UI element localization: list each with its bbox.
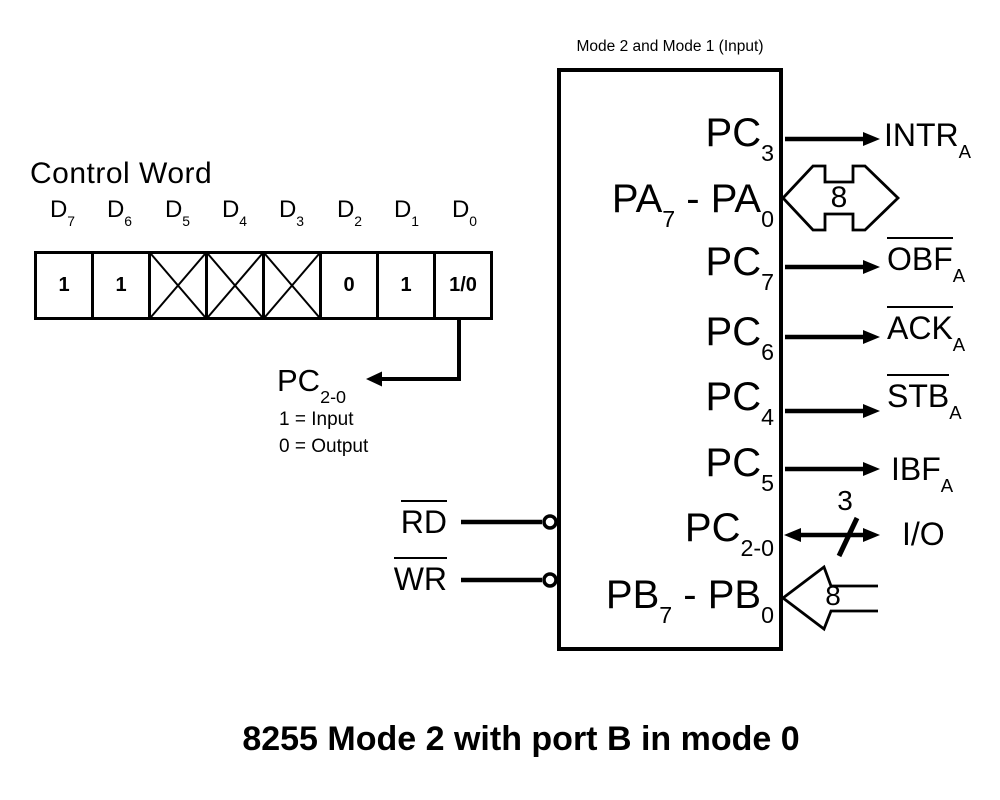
rd-line [461, 514, 558, 530]
bit-label-d7: D7 [49, 196, 76, 230]
signal-io: I/O [902, 516, 945, 552]
pc3-intr-arrow [785, 132, 880, 146]
legend-input: 1 = Input [279, 409, 354, 430]
pin-pc3: PC3 [705, 111, 774, 166]
pb-bus-arrow-icon [780, 564, 878, 632]
pin-pc4: PC4 [705, 375, 774, 430]
bit-cell-d3 [265, 254, 322, 317]
pb-bus-width: 8 [825, 580, 841, 611]
legend-output: 0 = Output [279, 436, 369, 457]
left-arrowhead-icon [366, 371, 382, 387]
pc20-io-arrow [784, 516, 880, 558]
wr-bubble-icon [542, 572, 558, 588]
pc5-ibf-arrow [785, 462, 880, 476]
dont-care-x-icon [265, 254, 319, 317]
signal-stba: STBA [887, 374, 962, 427]
pc-bus-width: 3 [837, 485, 853, 516]
wr-line [461, 572, 558, 588]
bus-slash-icon [836, 516, 860, 558]
d0-pointer-connector [366, 320, 461, 387]
pa-bus-width: 8 [830, 181, 848, 214]
signal-obfa: OBFA [887, 237, 965, 290]
dont-care-x-icon [151, 254, 205, 317]
bit-label-d2: D2 [336, 196, 363, 230]
bit-cell-d6: 1 [94, 254, 151, 317]
pa-bus-arrow-icon [781, 164, 901, 232]
pin-pb7-pb0: PB7 - PB0 [605, 573, 774, 628]
pin-pc6: PC6 [705, 310, 774, 365]
pc20-pointer-label: PC2-0 [277, 363, 347, 407]
bit-label-d5: D5 [164, 196, 191, 230]
bit-label-d6: D6 [106, 196, 133, 230]
control-word-title: Control Word [30, 157, 213, 190]
control-word-register: 1 1 0 1 1/0 [34, 251, 493, 320]
pc7-obf-arrow [785, 260, 880, 274]
pin-pc2-0: PC2-0 [684, 506, 774, 561]
pc6-ack-arrow [785, 330, 880, 344]
bit-cell-d5 [151, 254, 208, 317]
bit-label-d3: D3 [278, 196, 305, 230]
bit-cell-d1: 1 [379, 254, 436, 317]
bit-label-d1: D1 [393, 196, 420, 230]
dont-care-x-icon [208, 254, 262, 317]
bit-label-d0: D0 [451, 196, 478, 230]
pin-pc5: PC5 [705, 441, 774, 496]
signal-intra: INTRA [884, 117, 972, 162]
pc4-stb-arrow [785, 404, 880, 418]
rd-bubble-icon [542, 514, 558, 530]
bit-cell-d7: 1 [37, 254, 94, 317]
pin-pc7: PC7 [705, 240, 774, 295]
pin-pa7-pa0: PA7 - PA0 [611, 177, 774, 232]
figure-caption: 8255 Mode 2 with port B in mode 0 [242, 720, 800, 758]
signal-acka: ACKA [887, 306, 965, 359]
bit-cell-d4 [208, 254, 265, 317]
bit-cell-d0: 1/0 [449, 274, 477, 296]
signal-ibfa: IBFA [891, 451, 954, 496]
bit-label-d4: D4 [221, 196, 248, 230]
signal-rd: RD [330, 500, 447, 541]
chip-mode-title: Mode 2 and Mode 1 (Input) [576, 38, 764, 55]
signal-wr: WR [330, 557, 447, 598]
bit-cell-d2: 0 [322, 254, 379, 317]
chip-outline [557, 68, 783, 651]
